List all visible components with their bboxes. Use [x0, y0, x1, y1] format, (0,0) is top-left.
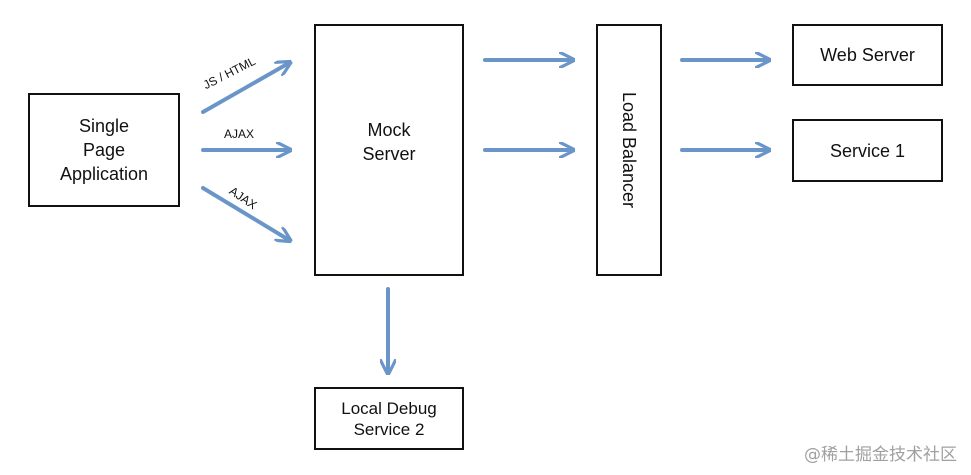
mock-server-node: Mock Server [314, 24, 464, 276]
service-1-node: Service 1 [792, 119, 943, 182]
local-debug-label: Local Debug Service 2 [341, 398, 437, 439]
load-balancer-label: Load Balancer [619, 91, 639, 209]
arrow-spa-to-mock-js [201, 63, 289, 114]
web-server-label: Web Server [820, 45, 915, 65]
load-balancer-node: Load Balancer [596, 24, 662, 276]
local-debug-service-2-node: Local Debug Service 2 [314, 387, 464, 450]
edge-label-ajax: AJAX [224, 127, 255, 141]
mock-server-label: Mock Server [362, 120, 416, 164]
spa-label: Single Page Application [59, 116, 149, 184]
arrow-spa-to-mock-ajax2 [201, 186, 289, 240]
single-page-application-node: Single Page Application [28, 93, 180, 207]
service-1-label: Service 1 [829, 140, 906, 161]
watermark: @稀土掘金技术社区 [804, 445, 957, 465]
web-server-node: Web Server [792, 24, 943, 86]
